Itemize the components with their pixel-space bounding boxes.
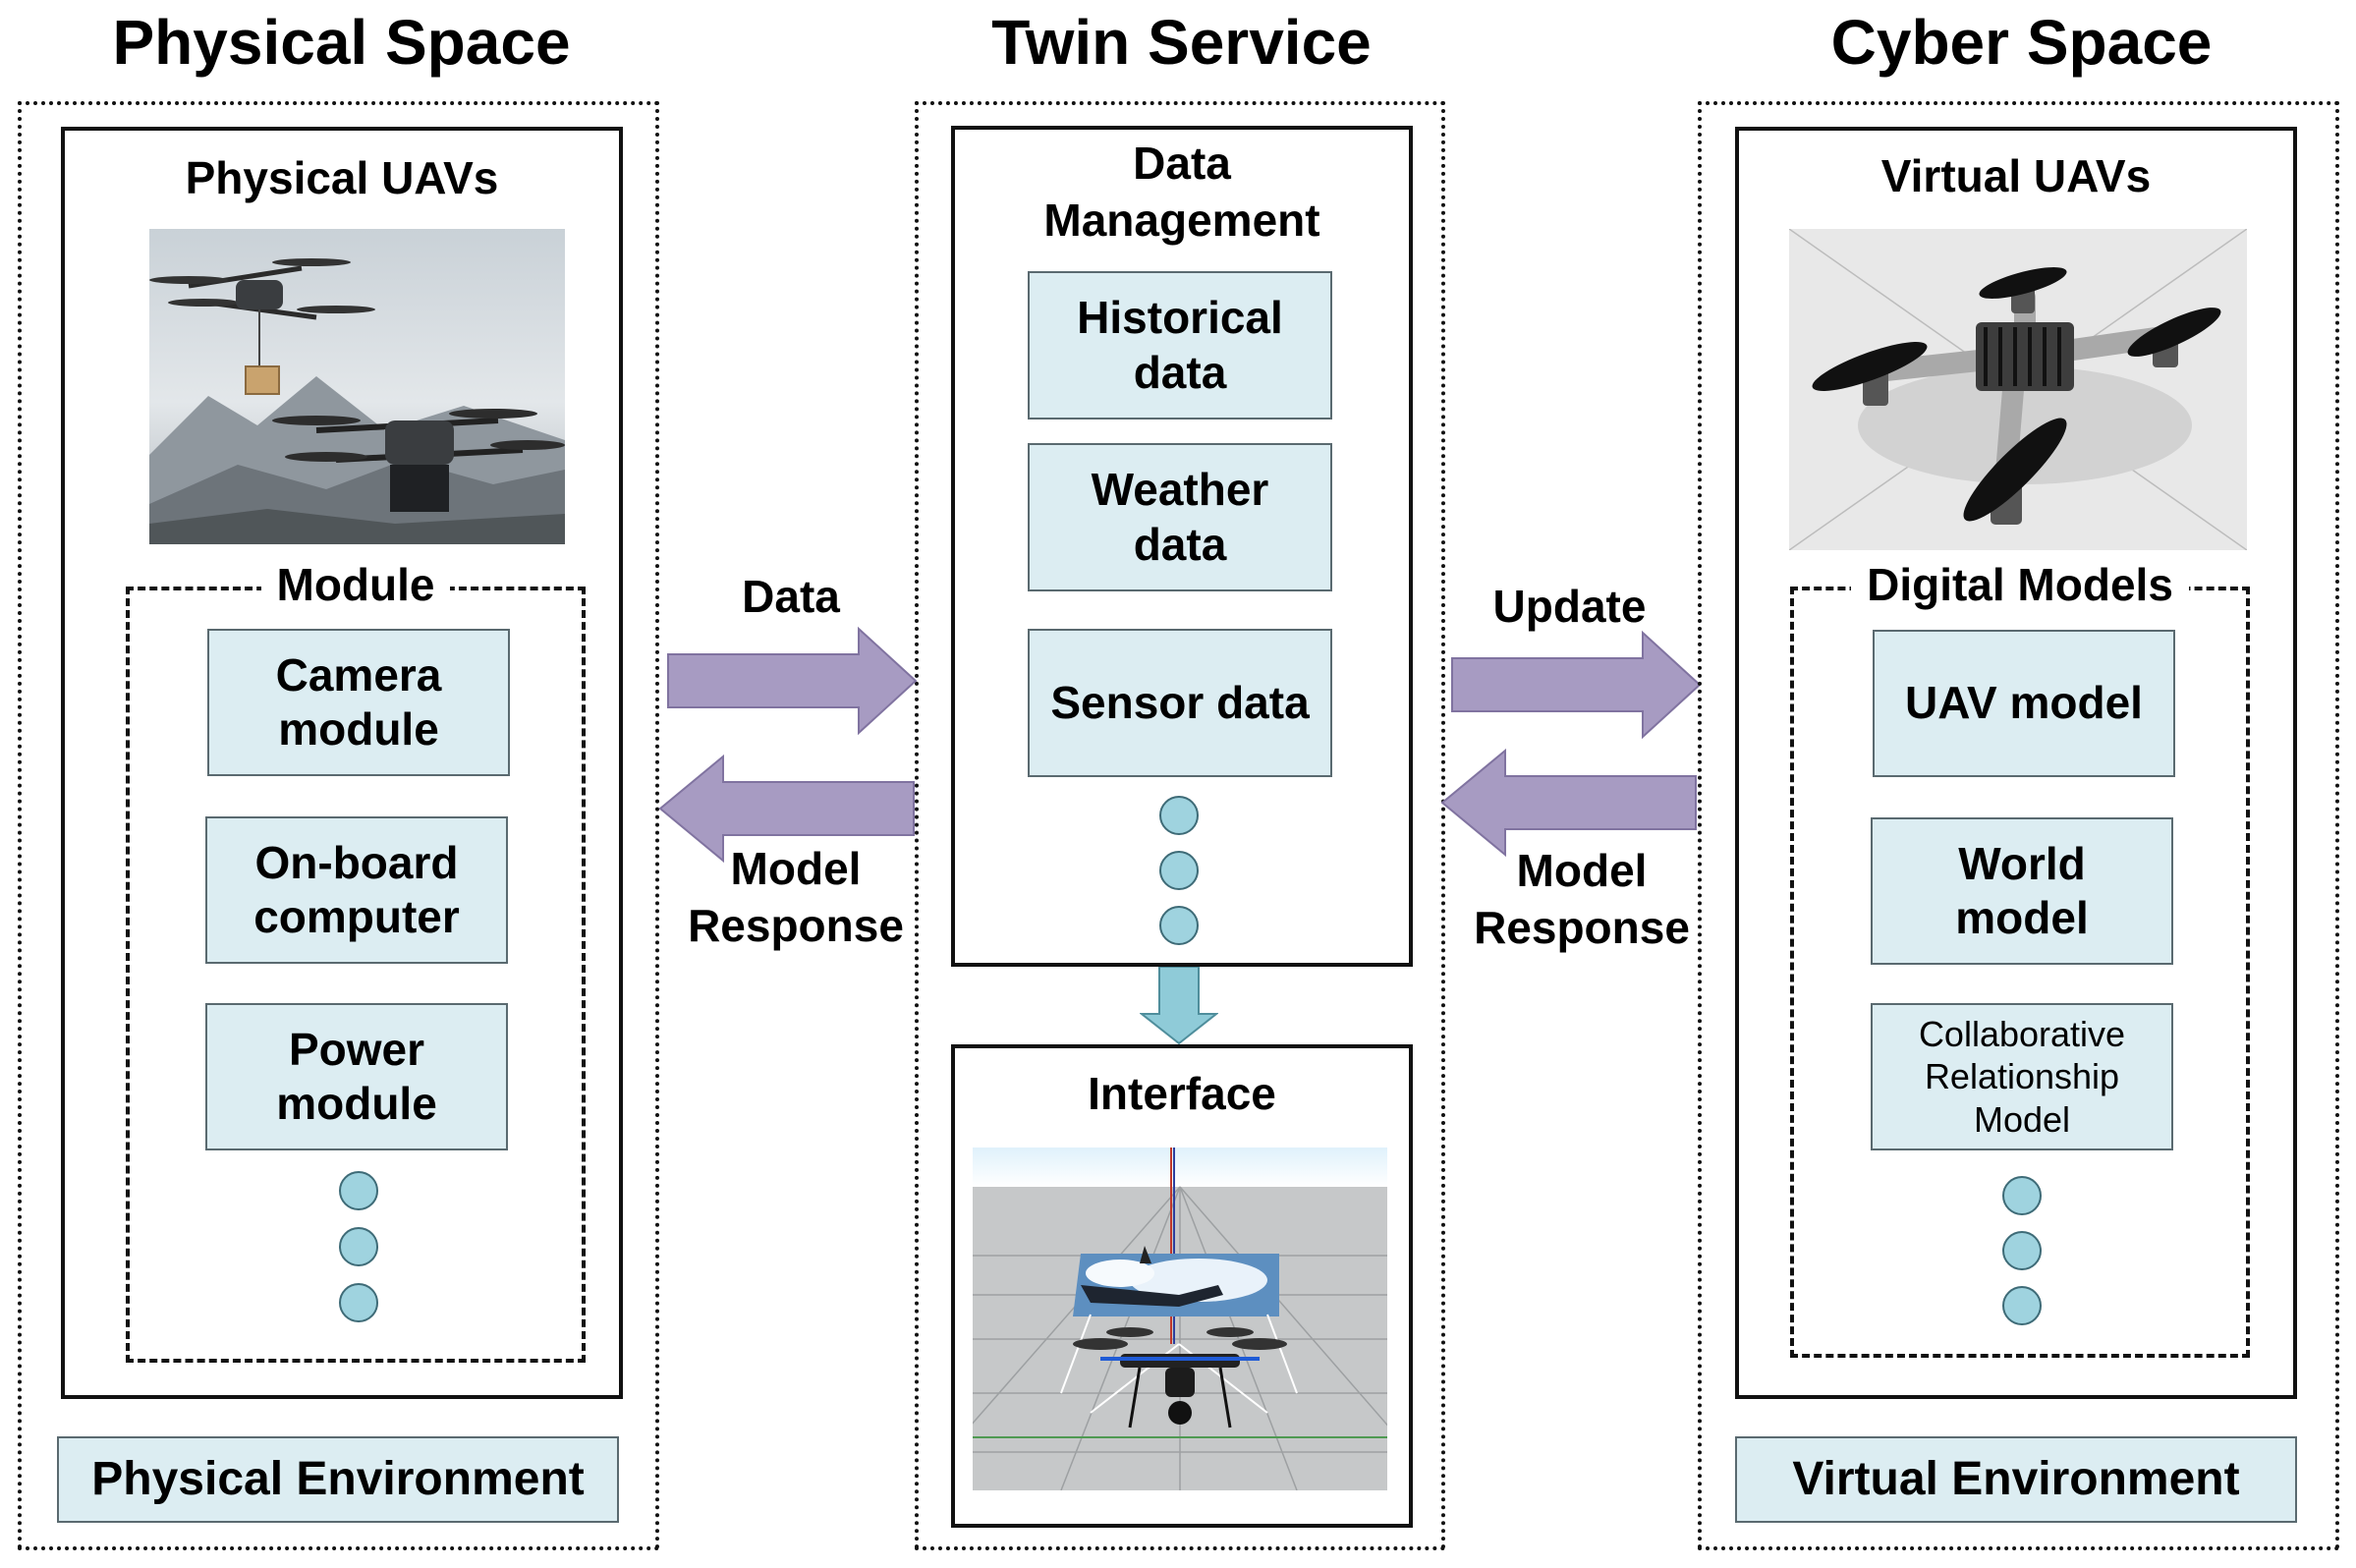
- data-management-title: Data Management: [1043, 138, 1320, 246]
- data-arrow-label: Data: [742, 571, 840, 622]
- ellipsis-dot: [1159, 796, 1199, 835]
- twin-service-region: [915, 101, 1445, 1550]
- cyber-space-title: Cyber Space: [1830, 7, 2213, 78]
- interface-title: Interface: [1088, 1068, 1276, 1119]
- historical-data-box: Historical data: [1028, 271, 1332, 420]
- module-group-title-wrap: Module: [126, 558, 586, 611]
- weather-data-box: Weather data: [1028, 443, 1332, 591]
- twin-service-title: Twin Service: [991, 7, 1372, 78]
- ellipsis-dot: [2002, 1231, 2042, 1270]
- model-response-left-label: Model Response: [688, 843, 904, 951]
- physical-environment-label: Physical Environment: [91, 1453, 585, 1506]
- ellipsis-dot: [1159, 851, 1199, 890]
- uav-model-label: UAV model: [1905, 677, 2143, 729]
- collaborative-relationship-model-box: Collaborative Relationship Model: [1871, 1003, 2173, 1150]
- right-arrow-icon: [1451, 630, 1702, 740]
- physical-space-title: Physical Space: [112, 7, 571, 78]
- left-arrow-icon: [1440, 748, 1697, 858]
- ellipsis-dot: [339, 1283, 378, 1322]
- ellipsis-dot: [2002, 1286, 2042, 1325]
- historical-data-label: Historical data: [1077, 292, 1283, 398]
- virtual-uavs-title: Virtual UAVs: [1880, 150, 2152, 201]
- ellipsis-dot: [339, 1227, 378, 1266]
- world-model-label: World model: [1955, 837, 2089, 943]
- collaborative-relationship-model-label: Collaborative Relationship Model: [1918, 1014, 2126, 1140]
- ellipsis-dot: [1159, 906, 1199, 945]
- drone-simulator-view: [973, 1148, 1387, 1490]
- camera-module-box: Camera module: [207, 629, 510, 776]
- model-response-right-label: Model Response: [1474, 845, 1690, 953]
- physical-environment-box: Physical Environment: [57, 1436, 619, 1523]
- onboard-computer-box: On-board computer: [205, 816, 508, 964]
- update-arrow-label: Update: [1492, 581, 1647, 632]
- power-module-label: Power module: [276, 1023, 437, 1129]
- virtual-environment-box: Virtual Environment: [1735, 1436, 2297, 1523]
- sensor-data-box: Sensor data: [1028, 629, 1332, 777]
- module-group-title: Module: [260, 559, 451, 610]
- digital-models-title: Digital Models: [1851, 559, 2189, 610]
- power-module-box: Power module: [205, 1003, 508, 1150]
- virtual-environment-label: Virtual Environment: [1792, 1453, 2240, 1506]
- physical-uavs-title: Physical UAVs: [185, 152, 499, 203]
- right-arrow-icon: [667, 626, 918, 736]
- quadcopter-3d-render: [1789, 229, 2247, 550]
- physical-space-region: [18, 101, 659, 1550]
- cyber-space-region: [1698, 101, 2339, 1550]
- world-model-box: World model: [1871, 817, 2173, 965]
- digital-models-title-wrap: Digital Models: [1790, 558, 2250, 611]
- delivery-drones-photo: [149, 229, 565, 544]
- weather-data-label: Weather data: [1091, 464, 1269, 570]
- uav-model-box: UAV model: [1873, 630, 2175, 777]
- left-arrow-icon: [658, 754, 915, 864]
- ellipsis-dot: [339, 1171, 378, 1210]
- camera-module-label: Camera module: [275, 648, 442, 755]
- ellipsis-dot: [2002, 1176, 2042, 1215]
- sensor-data-label: Sensor data: [1050, 676, 1310, 728]
- down-arrow-icon: [1140, 967, 1218, 1045]
- onboard-computer-label: On-board computer: [253, 836, 460, 942]
